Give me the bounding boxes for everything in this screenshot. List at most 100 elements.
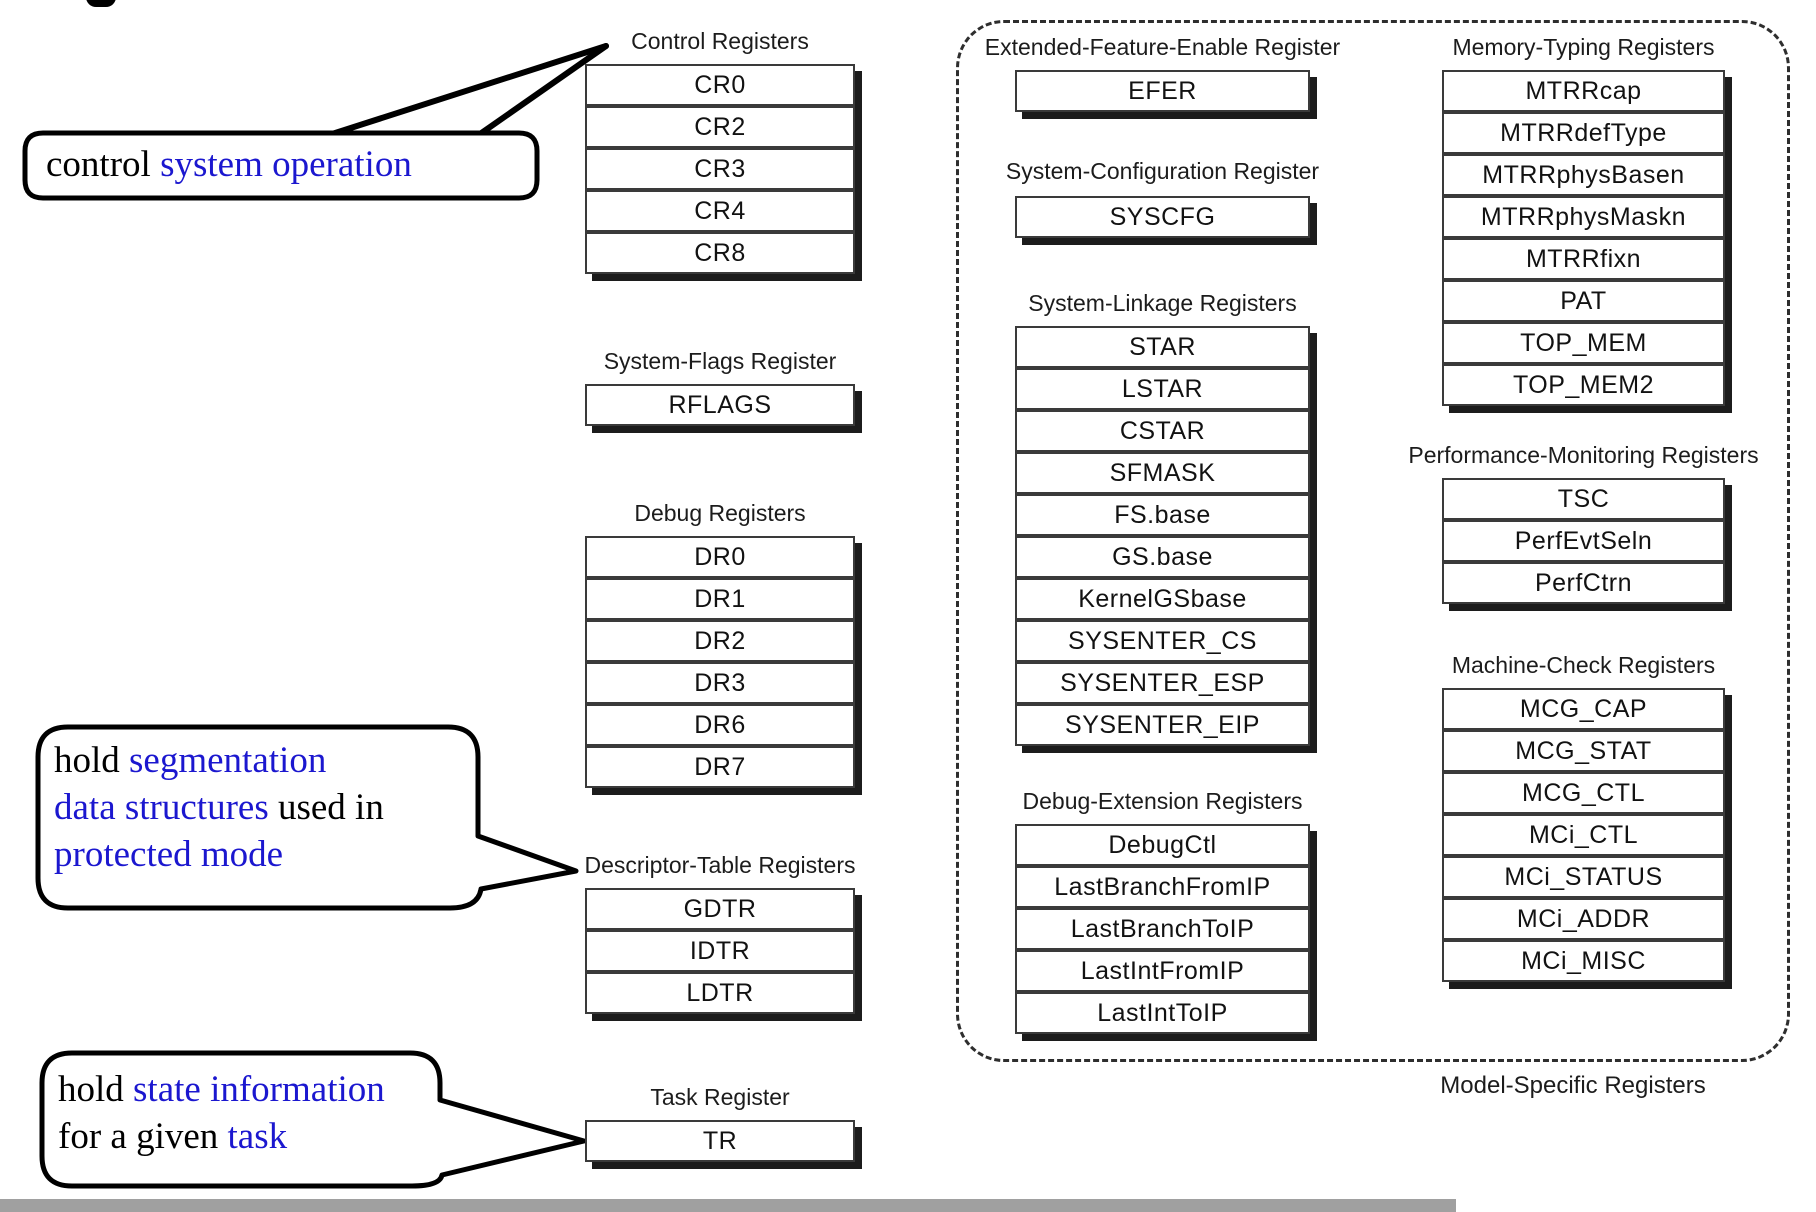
register-row: MCi_STATUS <box>1442 856 1725 898</box>
callout-word: for a given <box>58 1116 228 1157</box>
highlighted-term: system operation <box>160 144 412 185</box>
register-row: CR4 <box>585 190 855 232</box>
register-row: GDTR <box>585 888 855 930</box>
group-title-memory-typing-registers: Memory-Typing Registers <box>1452 34 1715 60</box>
register-row: MCi_MISC <box>1442 940 1725 982</box>
register-row: TR <box>585 1120 855 1162</box>
register-row: KernelGSbase <box>1015 578 1310 620</box>
register-row: RFLAGS <box>585 384 855 426</box>
register-row: MCi_ADDR <box>1442 898 1725 940</box>
group-title-system-configuration-register: System-Configuration Register <box>1005 158 1320 184</box>
register-row: GS.base <box>1015 536 1310 578</box>
cropped-text-fragment <box>86 0 116 7</box>
register-row: MTRRfixn <box>1442 238 1725 280</box>
register-row: MCi_CTL <box>1442 814 1725 856</box>
register-row: MTRRcap <box>1442 70 1725 112</box>
group-title-descriptor-table-registers: Descriptor-Table Registers <box>584 852 856 878</box>
highlighted-term: task <box>227 1116 288 1157</box>
group-title-extended-feature-enable-register: Extended-Feature-Enable Register <box>984 34 1341 60</box>
register-row: IDTR <box>585 930 855 972</box>
callout-pointer-line <box>329 43 609 137</box>
highlighted-term: segmentation <box>129 740 327 781</box>
callout-pointer-line <box>477 43 609 137</box>
register-row: MTRRphysBasen <box>1442 154 1725 196</box>
register-row: DR3 <box>585 662 855 704</box>
register-row: CSTAR <box>1015 410 1310 452</box>
register-row: SYSENTER_EIP <box>1015 704 1310 746</box>
register-row: MCG_CTL <box>1442 772 1725 814</box>
register-row: CR2 <box>585 106 855 148</box>
register-row: LSTAR <box>1015 368 1310 410</box>
callout-line: hold state information <box>58 1066 385 1113</box>
register-row: MCG_STAT <box>1442 730 1725 772</box>
register-row: SYSENTER_ESP <box>1015 662 1310 704</box>
callout-bubble-control <box>22 130 540 201</box>
callout-word: hold <box>58 1069 134 1110</box>
register-row: FS.base <box>1015 494 1310 536</box>
callout-line: hold segmentation <box>54 737 384 784</box>
register-table-task-register: TR <box>585 1120 855 1162</box>
register-row: CR3 <box>585 148 855 190</box>
callout-line: protected mode <box>54 831 384 878</box>
register-row: DR1 <box>585 578 855 620</box>
register-row: DR7 <box>585 746 855 788</box>
group-title-debug-extension-registers: Debug-Extension Registers <box>1022 788 1303 814</box>
register-row: TOP_MEM2 <box>1442 364 1725 406</box>
register-table-system-flags-register: RFLAGS <box>585 384 855 426</box>
callout-line: data structures used in <box>54 784 384 831</box>
register-row: DebugCtl <box>1015 824 1310 866</box>
register-row: LDTR <box>585 972 855 1014</box>
register-row: SFMASK <box>1015 452 1310 494</box>
register-row: SYSENTER_CS <box>1015 620 1310 662</box>
callout-bubble-segmentation <box>35 724 579 911</box>
bottom-edge-strip <box>0 1199 1456 1212</box>
callout-bubble-task <box>39 1050 587 1189</box>
register-row: CR0 <box>585 64 855 106</box>
callout-word: hold <box>54 740 130 781</box>
register-row: DR2 <box>585 620 855 662</box>
callout-word: used in <box>268 787 384 828</box>
register-row: PerfCtrn <box>1442 562 1725 604</box>
register-row: DR0 <box>585 536 855 578</box>
callout-text-control: control system operation <box>46 141 412 188</box>
register-row: LastBranchFromIP <box>1015 866 1310 908</box>
register-row: CR8 <box>585 232 855 274</box>
register-row: SYSCFG <box>1015 196 1310 238</box>
register-row: EFER <box>1015 70 1310 112</box>
register-row: LastIntToIP <box>1015 992 1310 1034</box>
callout-line: control system operation <box>46 141 412 188</box>
register-row: PAT <box>1442 280 1725 322</box>
model-specific-registers-frame <box>956 20 1790 1062</box>
register-row: TSC <box>1442 478 1725 520</box>
register-row: PerfEvtSeln <box>1442 520 1725 562</box>
register-row: MCG_CAP <box>1442 688 1725 730</box>
highlighted-term: state information <box>133 1069 385 1110</box>
group-title-debug-registers: Debug Registers <box>634 500 806 526</box>
register-table-system-configuration-register: SYSCFG <box>1015 196 1310 238</box>
register-row: LastIntFromIP <box>1015 950 1310 992</box>
group-title-system-linkage-registers: System-Linkage Registers <box>1028 290 1297 316</box>
group-title-system-flags-register: System-Flags Register <box>603 348 837 374</box>
register-row: MTRRphysMaskn <box>1442 196 1725 238</box>
callout-word: control <box>46 144 161 185</box>
register-row: DR6 <box>585 704 855 746</box>
register-row: TOP_MEM <box>1442 322 1725 364</box>
register-row: LastBranchToIP <box>1015 908 1310 950</box>
register-table-extended-feature-enable-register: EFER <box>1015 70 1310 112</box>
register-row: STAR <box>1015 326 1310 368</box>
group-title-machine-check-registers: Machine-Check Registers <box>1451 652 1716 678</box>
highlighted-term: protected mode <box>54 834 284 875</box>
register-row: MTRRdefType <box>1442 112 1725 154</box>
